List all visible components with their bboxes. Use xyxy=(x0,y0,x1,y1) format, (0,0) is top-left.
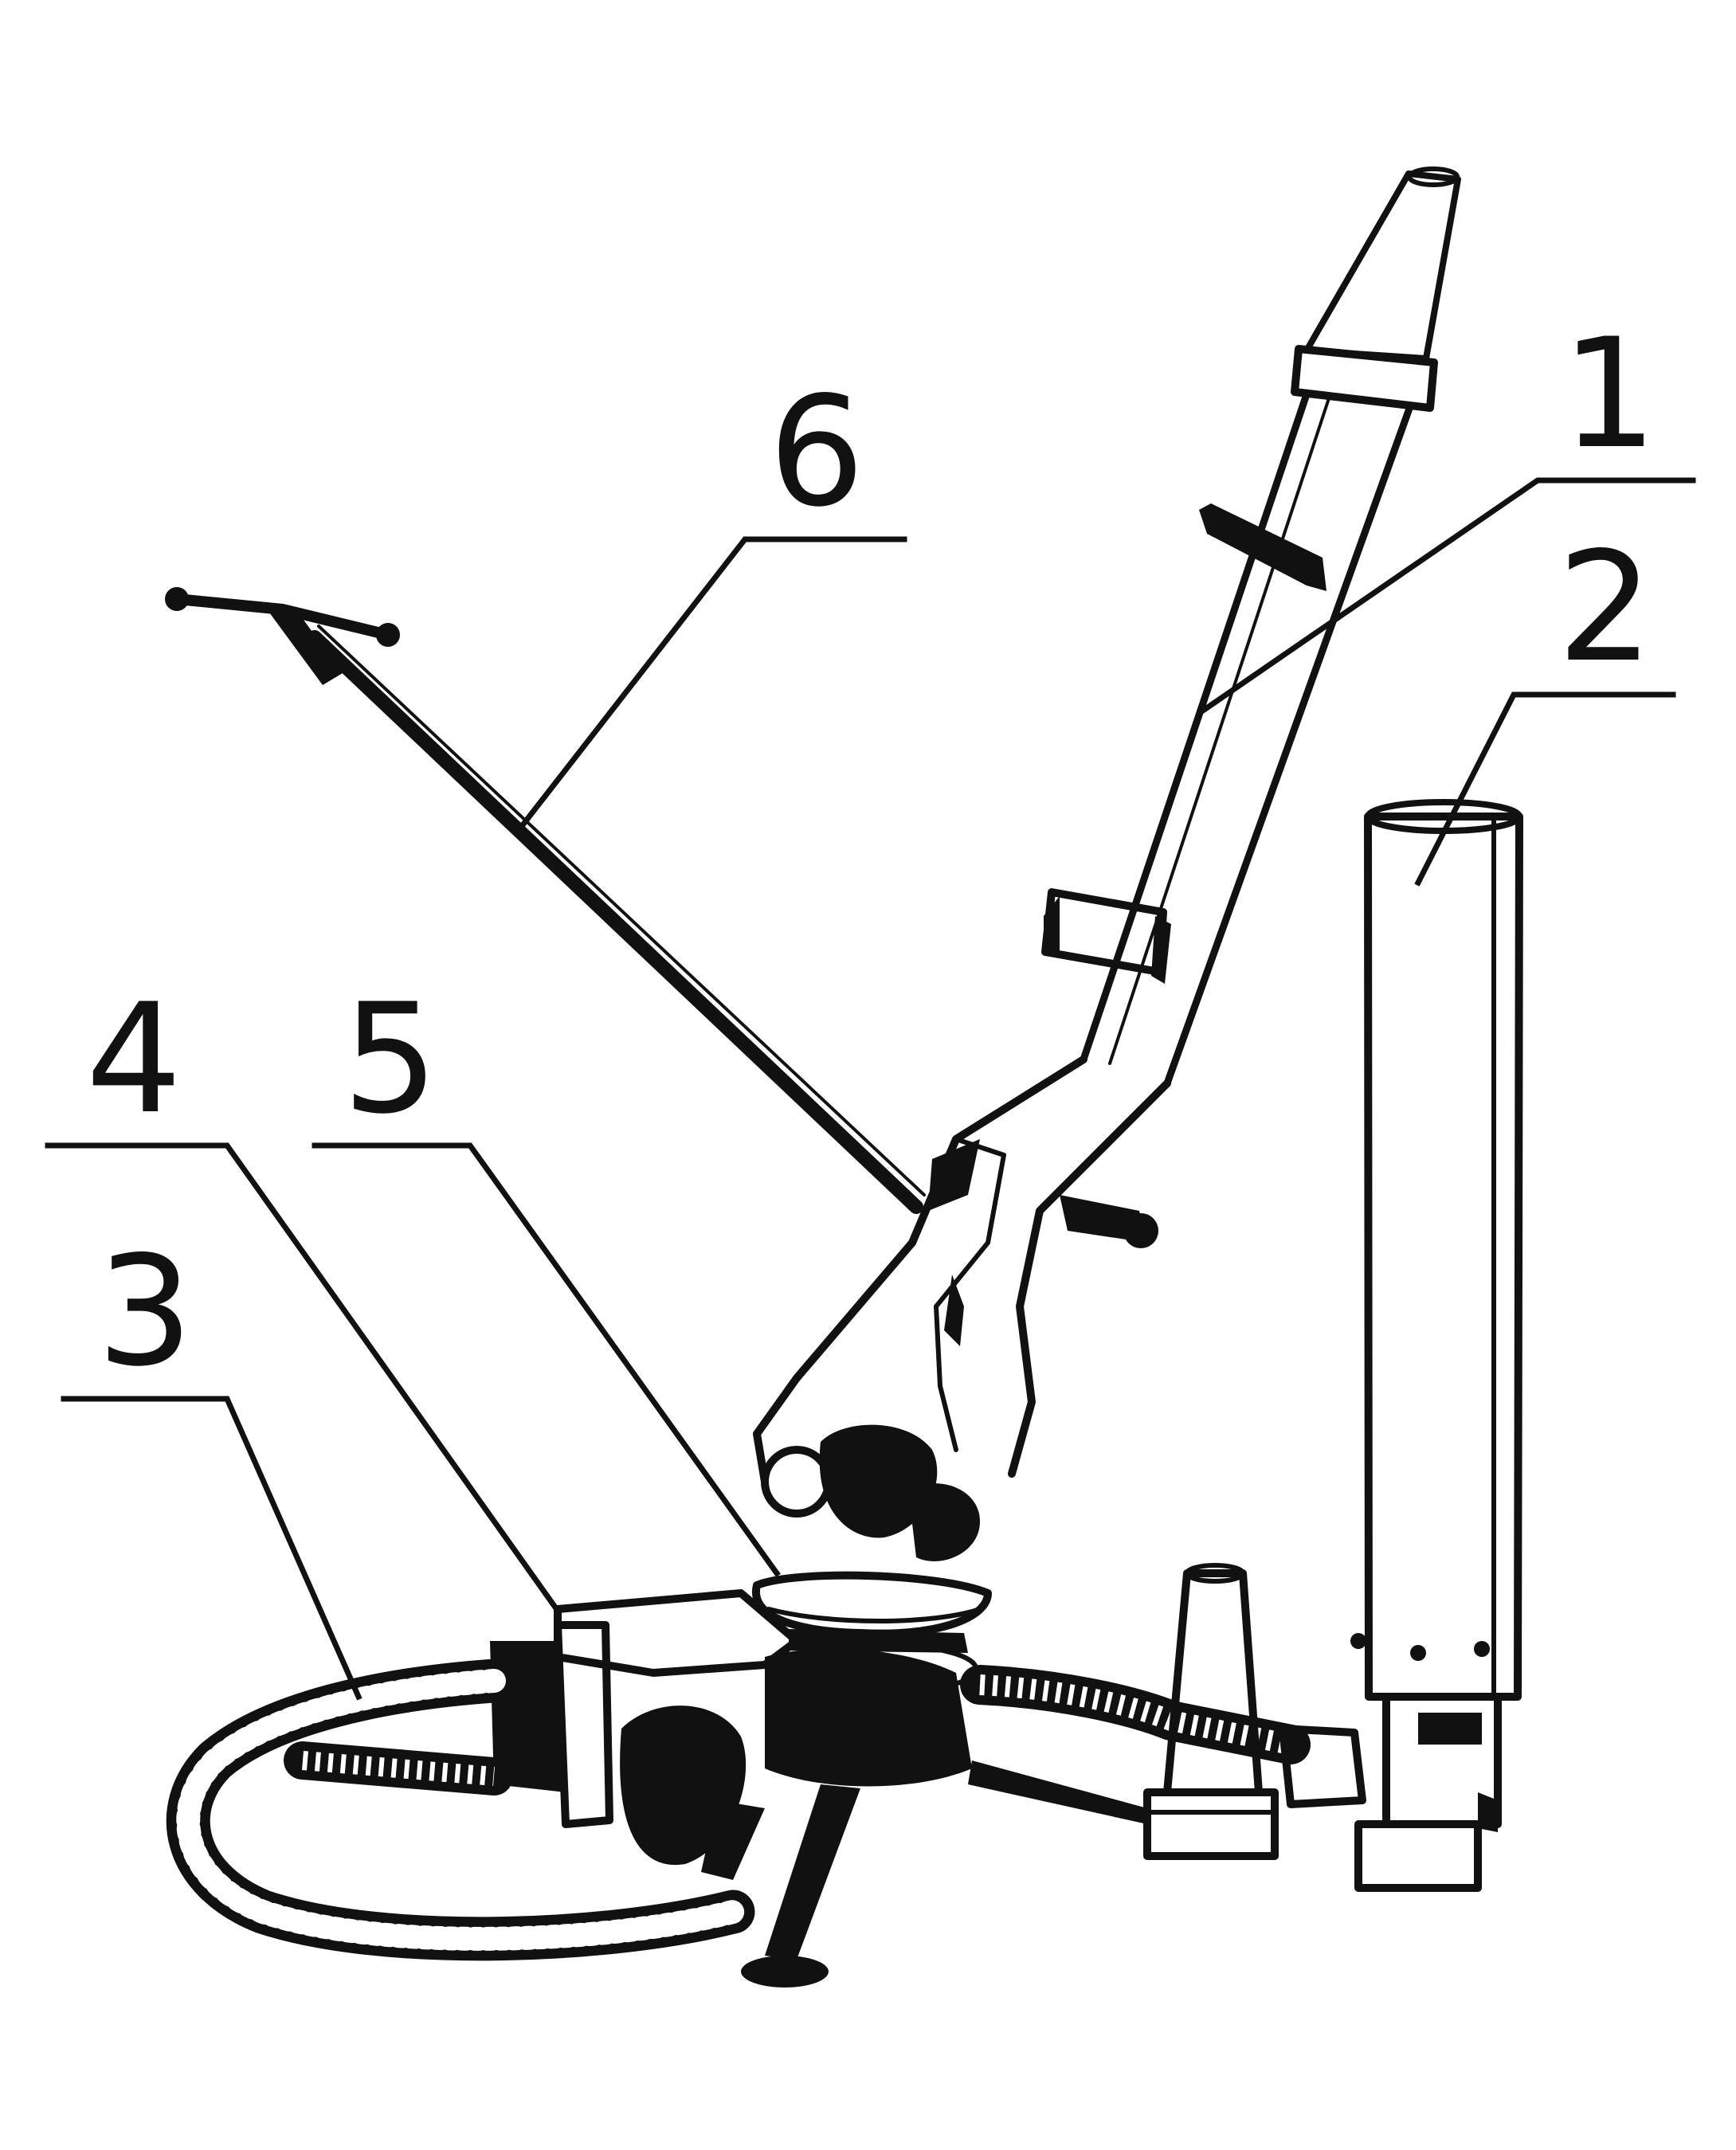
leader-line-3 xyxy=(61,1396,362,1701)
leader-line-1 xyxy=(1199,477,1696,715)
leader-line-4 xyxy=(45,1142,562,1615)
corrugated-hose xyxy=(166,1659,1366,1961)
callout-6: 6 xyxy=(769,364,865,540)
tripod-base xyxy=(701,1760,1147,1987)
spare-nozzle-cone xyxy=(1143,1563,1279,1860)
callout-labels: 1 2 3 4 5 6 xyxy=(86,306,1658,1400)
leader-line-5 xyxy=(312,1142,781,1577)
callout-3: 3 xyxy=(97,1224,194,1400)
callout-2: 2 xyxy=(1558,519,1654,695)
swivel-joint xyxy=(751,1424,992,1653)
barrel-tube xyxy=(753,166,1461,1486)
leader-line-2 xyxy=(1414,691,1676,887)
callout-5: 5 xyxy=(343,971,439,1147)
control-lever xyxy=(165,587,926,1214)
callout-4: 4 xyxy=(86,971,182,1147)
leader-line-6 xyxy=(518,536,907,830)
spare-barrel-pipe xyxy=(1350,799,1523,1892)
callout-1: 1 xyxy=(1562,306,1658,482)
leader-lines xyxy=(45,477,1696,1701)
valve-body xyxy=(490,1589,978,1866)
